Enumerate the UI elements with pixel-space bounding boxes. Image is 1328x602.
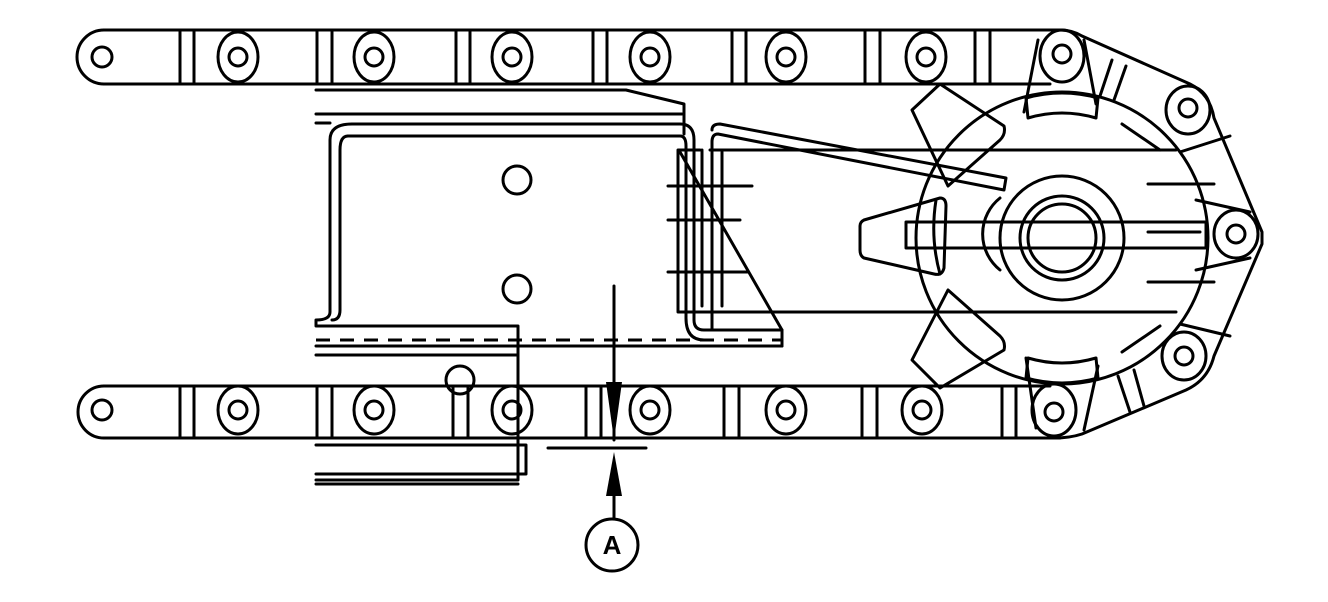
mounting-hole <box>501 164 533 196</box>
tensioner-arm <box>666 122 1178 332</box>
chain-pins <box>90 30 948 84</box>
chain-link-dividers <box>178 28 992 86</box>
callout-circle <box>584 517 640 573</box>
bottom-chain <box>76 364 1062 440</box>
chain-wrap <box>1022 28 1264 440</box>
top-chain <box>75 28 1062 86</box>
callout-label: A <box>603 530 622 560</box>
mounting-hole <box>501 273 533 305</box>
bracket-frame <box>314 88 784 486</box>
sprocket <box>858 82 1216 390</box>
callout-a: A <box>546 284 648 573</box>
